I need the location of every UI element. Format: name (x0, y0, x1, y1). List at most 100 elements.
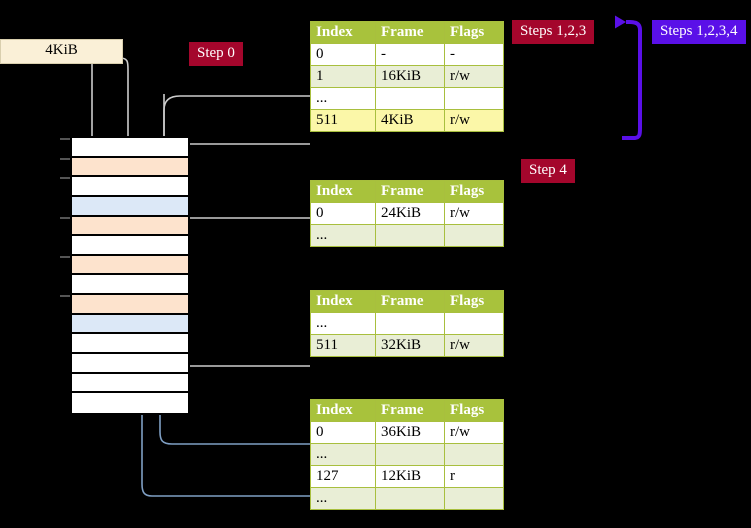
memory-frame-row (72, 216, 188, 237)
table-cell: - (375, 43, 445, 66)
table-row: ... (310, 443, 504, 466)
physical-memory-column (70, 136, 190, 415)
table-cell: ... (310, 443, 376, 466)
table-cell: 12KiB (375, 465, 445, 488)
table-cell: 36KiB (375, 421, 445, 444)
table-cell: r/w (444, 202, 504, 225)
table-cell (375, 312, 445, 335)
table-cell (375, 443, 445, 466)
table-cell: ... (310, 87, 376, 110)
column-header-index: Index (310, 180, 376, 203)
badge-step-4-text: Step 4 (529, 162, 567, 178)
table-cell: r/w (444, 334, 504, 357)
table-row: ... (310, 87, 504, 110)
table-row: ... (310, 312, 504, 335)
table-row: ... (310, 487, 504, 510)
table-cell: 16KiB (375, 65, 445, 88)
table-cell: 32KiB (375, 334, 445, 357)
badge-steps-1234-text: Steps 1,2,3,4 (660, 23, 738, 39)
table-cell: 0 (310, 421, 376, 444)
memory-tick-mark (60, 138, 70, 140)
table-cell (375, 224, 445, 247)
column-header-flags: Flags (444, 290, 504, 313)
memory-frame-row (72, 393, 188, 413)
table-cell: r/w (444, 109, 504, 132)
memory-frame-row (72, 236, 188, 256)
memory-tick-mark (60, 255, 70, 258)
size-label-box: 4KiB (0, 39, 123, 64)
table-cell: r (444, 465, 504, 488)
table-cell (375, 87, 445, 110)
memory-tick-mark (60, 216, 70, 219)
column-header-frame: Frame (375, 180, 445, 203)
column-header-index: Index (310, 21, 376, 44)
badge-steps-123-text: Steps 1,2,3 (520, 23, 587, 39)
memory-frame-row (72, 314, 188, 335)
table-cell (375, 487, 445, 510)
table-cell: ... (310, 224, 376, 247)
table-row: 0-- (310, 43, 504, 66)
table-cell (444, 443, 504, 466)
table-cell: 24KiB (375, 202, 445, 225)
table-cell (444, 487, 504, 510)
table-cell: - (444, 43, 504, 66)
badge-step-0: Step 0 (189, 42, 243, 66)
table-cell: ... (310, 487, 376, 510)
table-cell: 511 (310, 109, 376, 132)
column-header-flags: Flags (444, 399, 504, 422)
table-row: ... (310, 224, 504, 247)
table-cell: 127 (310, 465, 376, 488)
badge-step-4: Step 4 (521, 159, 575, 183)
column-header-frame: Frame (375, 290, 445, 313)
column-header-frame: Frame (375, 21, 445, 44)
memory-frame-row (72, 196, 188, 217)
memory-frame-row (72, 295, 188, 315)
badge-steps-123: Steps 1,2,3 (512, 20, 595, 44)
table-cell: ... (310, 312, 376, 335)
memory-frame-row (72, 354, 188, 374)
table-cell (444, 224, 504, 247)
table-cell: 511 (310, 334, 376, 357)
table-cell (444, 87, 504, 110)
column-header-frame: Frame (375, 399, 445, 422)
memory-frame-row (72, 157, 188, 178)
badge-steps-1234: Steps 1,2,3,4 (652, 20, 746, 44)
table-cell: r/w (444, 65, 504, 88)
memory-tick-mark (60, 295, 70, 298)
table-cell: 0 (310, 43, 376, 66)
table-cell: 0 (310, 202, 376, 225)
memory-frame-row (72, 373, 188, 394)
size-label-text: 4KiB (45, 42, 78, 58)
column-header-flags: Flags (444, 180, 504, 203)
memory-frame-row (72, 255, 188, 276)
badge-step-0-text: Step 0 (197, 45, 235, 61)
memory-frame-row (72, 334, 188, 355)
column-header-index: Index (310, 290, 376, 313)
column-header-index: Index (310, 399, 376, 422)
memory-frame-row (72, 275, 188, 296)
table-cell: 4KiB (375, 109, 445, 132)
memory-frame-row (72, 138, 188, 158)
memory-frame-row (72, 177, 188, 197)
column-header-flags: Flags (444, 21, 504, 44)
memory-tick-mark (60, 177, 70, 180)
table-cell (444, 312, 504, 335)
